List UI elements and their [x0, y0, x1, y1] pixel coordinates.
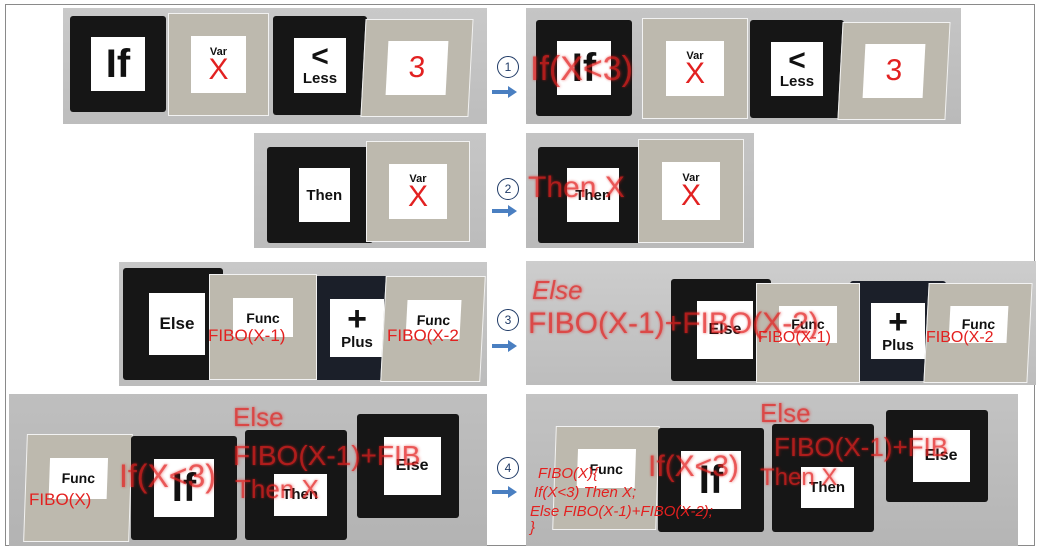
step-number: 2	[497, 178, 519, 200]
right-arrow-icon	[492, 339, 518, 353]
step-number: 3	[497, 309, 519, 331]
step-number: 1	[497, 56, 519, 78]
overlay-fibo-x2: FIBO(X-2	[926, 329, 994, 347]
step-number: 4	[497, 457, 519, 479]
overlay-if-condition: If(X<3)	[119, 458, 216, 495]
overlay-then: Then X	[235, 474, 319, 505]
var-card-value: X	[208, 56, 228, 83]
three-card: 3	[360, 19, 473, 117]
then-card-label: Then	[306, 187, 342, 204]
plus-card-word: Plus	[882, 337, 914, 354]
overlay-else: Else	[233, 402, 284, 433]
right-arrow-icon	[492, 485, 518, 499]
plus-card-symbol: +	[888, 308, 908, 337]
three-card-value: 3	[885, 54, 903, 88]
overlay-then: Then X	[528, 171, 625, 205]
overlay-if-condition: If(X<3)	[530, 50, 633, 89]
overlay-fibo-x: FIBO(X)	[29, 490, 91, 510]
row4-left-photo: Func If Then Else FIBO(X) If(X<3) Else F…	[9, 394, 487, 546]
row3-right-photo: Else +Plus Func Func FIBO(X-1) FIBO(X-2 …	[526, 261, 1036, 385]
row3-left-photo: Else +Plus Func Func FIBO(X-1) FIBO(X-2	[119, 262, 487, 386]
overlay-fibo-x1: FIBO(X-1)	[208, 326, 285, 346]
three-card-value: 3	[408, 51, 426, 85]
overlay-else: Else	[760, 398, 811, 429]
overlay-else: Else	[532, 275, 583, 306]
var-card-value: X	[681, 182, 701, 209]
if-card: If	[70, 16, 166, 112]
right-arrow-icon	[492, 204, 518, 218]
func-card-label: Func	[246, 310, 279, 326]
less-card-word: Less	[780, 73, 814, 90]
overlay-else-expr: FIBO(X-1)+FIB	[774, 432, 948, 463]
overlay-fibo-x2: FIBO(X-2	[387, 326, 459, 346]
less-card-symbol: <	[311, 44, 329, 70]
less-card-word: Less	[303, 70, 337, 87]
if-card-label: If	[106, 44, 130, 84]
func-card: Func	[23, 434, 133, 542]
right-arrow-icon	[492, 85, 518, 99]
func-card-label: Func	[61, 470, 95, 486]
less-card-symbol: <	[788, 48, 806, 74]
code-line: }	[530, 521, 713, 535]
plus-card-word: Plus	[341, 334, 373, 351]
then-card: Then	[267, 147, 373, 243]
else-card: Else	[123, 268, 223, 380]
var-card-value: X	[408, 183, 428, 210]
row4-right-photo: Func If Then Else If(X<3) Else FIBO(X-1)…	[526, 394, 1018, 546]
code-line: FIBO(X){	[538, 464, 721, 483]
var-card-value: X	[685, 60, 705, 87]
code-line: If(X<3) Then X;	[534, 483, 717, 502]
overlay-else-expr: FIBO(X-1)+FIBO(X-2)	[528, 307, 819, 341]
three-card: 3	[837, 22, 950, 120]
else-card-label: Else	[160, 314, 195, 334]
code-line: Else FIBO(X-1)+FIBO(X-2);	[530, 502, 713, 521]
plus-card-symbol: +	[347, 305, 367, 334]
overlay-else-expr: FIBO(X-1)+FIB	[233, 440, 420, 472]
less-card: <Less	[750, 20, 844, 118]
less-card: <Less	[273, 16, 367, 115]
overlay-code-block: FIBO(X){ If(X<3) Then X; Else FIBO(X-1)+…	[530, 464, 713, 535]
overlay-then: Then X	[760, 464, 837, 492]
